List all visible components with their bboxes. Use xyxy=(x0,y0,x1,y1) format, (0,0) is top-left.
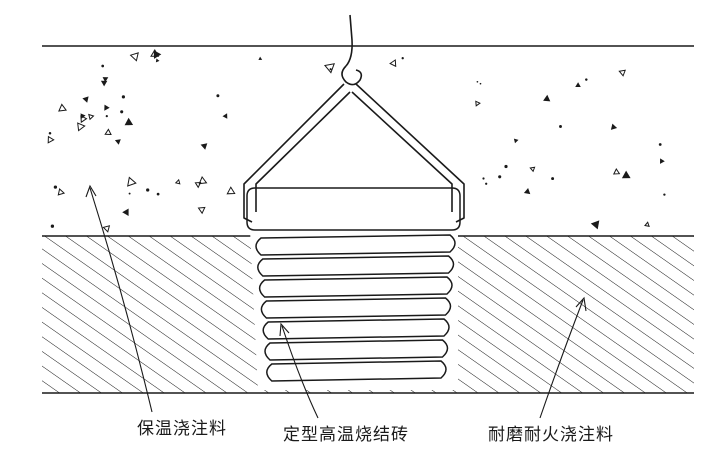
aggregate-speckle xyxy=(401,57,404,60)
brick-thread-ring xyxy=(260,297,452,319)
wire-inner-right xyxy=(351,91,453,212)
brick-cap xyxy=(246,187,461,231)
aggregate-speckle xyxy=(101,64,105,68)
aggregate-speckle xyxy=(50,224,55,228)
aggregate-speckle xyxy=(610,123,618,130)
aggregate-speckle xyxy=(513,138,519,144)
aggregate-speckle xyxy=(124,117,134,126)
aggregate-speckle xyxy=(80,113,86,119)
aggregate-speckle xyxy=(329,68,332,71)
aggregate-speckle xyxy=(48,132,52,135)
sintered-brick xyxy=(246,187,461,382)
aggregate-speckle xyxy=(155,58,160,63)
aggregate-speckle xyxy=(498,175,502,179)
wire-outer-right xyxy=(355,83,465,223)
aggregate-speckle xyxy=(129,52,139,62)
aggregate-speckle xyxy=(114,139,121,145)
aggregate-speckle xyxy=(58,103,68,112)
aggregate-speckle xyxy=(612,168,621,175)
brick-thread-ring xyxy=(255,234,456,256)
aggregate-speckle xyxy=(618,69,626,77)
aggregate-speckle xyxy=(258,56,263,60)
aggregate-speckles xyxy=(47,49,666,233)
aggregate-speckle xyxy=(529,166,536,173)
label-refractory-castable: 耐磨耐火浇注料 xyxy=(488,425,614,445)
aggregate-speckle xyxy=(482,177,485,180)
aggregate-speckle xyxy=(127,176,137,187)
leader-refractory xyxy=(539,299,584,419)
aggregate-speckle xyxy=(660,158,665,164)
leader-lines xyxy=(85,184,587,419)
aggregate-speckle xyxy=(222,113,228,119)
aggregate-speckle xyxy=(559,125,562,128)
aggregate-speckle xyxy=(485,182,488,185)
hanger-rod xyxy=(345,14,353,67)
aggregate-speckle xyxy=(585,78,588,81)
brick-thread-ring xyxy=(266,360,447,382)
aggregate-speckle xyxy=(590,220,600,230)
aggregate-speckle xyxy=(476,80,479,83)
aggregate-speckle xyxy=(102,77,109,83)
aggregate-speckle xyxy=(146,188,150,192)
wire-outer-left xyxy=(243,83,345,223)
hook-loop xyxy=(341,65,363,86)
aggregate-speckle xyxy=(551,177,555,181)
aggregate-speckle xyxy=(104,128,112,136)
brick-threads xyxy=(255,234,456,382)
aggregate-speckle xyxy=(156,192,160,196)
aggregate-speckle xyxy=(644,221,650,227)
aggregate-speckle xyxy=(53,185,58,189)
aggregate-speckle xyxy=(194,181,202,189)
brick-thread-ring xyxy=(264,339,449,361)
aggregate-speckle xyxy=(121,95,125,99)
brick-thread-ring xyxy=(258,276,453,298)
aggregate-speckle xyxy=(200,143,208,150)
aggregate-speckle xyxy=(153,50,162,59)
aggregate-speckle xyxy=(323,63,335,74)
insulation-castable-layer xyxy=(42,45,694,233)
wire-inner-left xyxy=(255,91,351,212)
aggregate-speckle xyxy=(658,143,662,146)
aggregate-speckle xyxy=(77,122,86,132)
aggregate-speckle xyxy=(104,104,110,111)
aggregate-speckle xyxy=(174,178,181,185)
label-sintered-brick: 定型高温烧结砖 xyxy=(283,425,409,445)
arrow-insulation xyxy=(85,184,97,198)
aggregate-speckle xyxy=(621,170,631,179)
leader-insulation xyxy=(89,187,153,413)
aggregate-speckle xyxy=(102,225,111,233)
aggregate-speckle xyxy=(543,94,551,102)
hanger-hook xyxy=(243,14,465,223)
aggregate-speckle xyxy=(479,82,482,85)
brick-thread-ring xyxy=(262,318,450,340)
aggregate-speckle xyxy=(226,186,236,195)
aggregate-speckle xyxy=(100,80,108,87)
aggregate-speckle xyxy=(88,113,95,121)
aggregate-speckle xyxy=(120,110,124,114)
aggregate-speckle xyxy=(80,115,88,124)
arrow-refractory xyxy=(575,296,587,312)
aggregate-speckle xyxy=(575,82,581,87)
aggregate-speckle xyxy=(57,188,66,196)
aggregate-speckle xyxy=(105,115,108,118)
aggregate-speckle xyxy=(475,100,481,107)
aggregate-speckle xyxy=(122,208,129,216)
aggregate-speckle xyxy=(389,59,397,68)
aggregate-speckle xyxy=(82,96,89,103)
aggregate-speckle xyxy=(47,135,55,144)
aggregate-speckle xyxy=(216,94,220,98)
arrow-brick xyxy=(279,322,290,337)
label-insulation-castable: 保温浇注料 xyxy=(137,419,227,439)
aggregate-speckle xyxy=(663,193,666,196)
aggregate-speckle xyxy=(128,192,131,195)
brick-thread-ring xyxy=(257,255,455,277)
aggregate-speckle xyxy=(523,188,531,195)
aggregate-speckle xyxy=(197,206,206,215)
aggregate-speckle xyxy=(198,176,208,185)
aggregate-speckle xyxy=(504,164,508,169)
leader-brick xyxy=(281,325,319,419)
